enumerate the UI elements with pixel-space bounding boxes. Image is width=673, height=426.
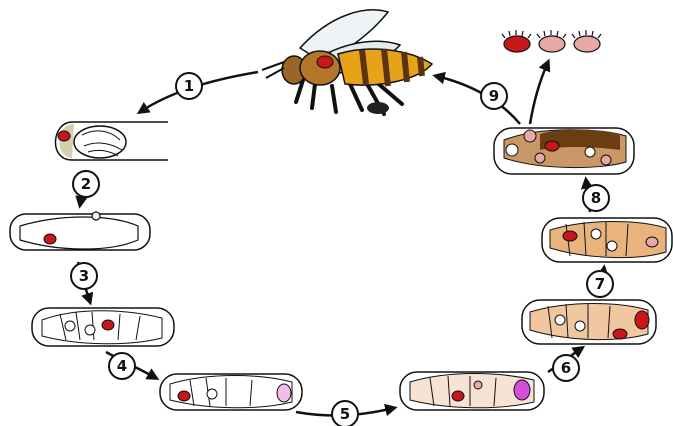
step-badge-7: 7 bbox=[586, 270, 614, 298]
step-number-9: 9 bbox=[489, 87, 499, 105]
capped-cell-prepupa bbox=[9, 211, 151, 251]
capped-cell-pink-eye-pupa bbox=[159, 373, 303, 411]
step-number-4: 4 bbox=[117, 357, 127, 375]
step-number-1: 1 bbox=[184, 77, 194, 95]
capped-cell-purple-eye-pupa bbox=[399, 371, 545, 411]
capped-cell-emerging-adult bbox=[493, 127, 635, 175]
step-number-7: 7 bbox=[595, 275, 605, 293]
step-number-8: 8 bbox=[591, 189, 601, 207]
step-badge-1: 1 bbox=[175, 72, 203, 100]
step-number-3: 3 bbox=[79, 267, 89, 285]
mite-pink-icon bbox=[536, 30, 567, 53]
step-number-2: 2 bbox=[81, 175, 91, 193]
cycle-arrows bbox=[75, 58, 610, 417]
step-badge-5: 5 bbox=[331, 400, 359, 426]
step-badge-6: 6 bbox=[552, 354, 580, 382]
step-badge-8: 8 bbox=[582, 184, 610, 212]
capped-cell-white-pupa bbox=[31, 307, 175, 347]
step-badge-4: 4 bbox=[108, 352, 136, 380]
open-brood-cell-larva bbox=[54, 121, 168, 161]
mite-red-icon bbox=[501, 30, 532, 53]
step-number-5: 5 bbox=[340, 405, 350, 423]
arrow-9b bbox=[528, 58, 551, 125]
step-badge-9: 9 bbox=[480, 82, 508, 110]
adult-bee-illustration bbox=[261, 9, 434, 116]
step-badge-3: 3 bbox=[70, 262, 98, 290]
capped-cell-pigmenting-pupa bbox=[521, 299, 657, 345]
daughter-mites bbox=[501, 30, 602, 53]
step-badge-2: 2 bbox=[72, 170, 100, 198]
capped-cell-dark-pupa bbox=[541, 217, 673, 263]
step-number-6: 6 bbox=[561, 359, 571, 377]
mite-pink-icon bbox=[571, 30, 602, 53]
